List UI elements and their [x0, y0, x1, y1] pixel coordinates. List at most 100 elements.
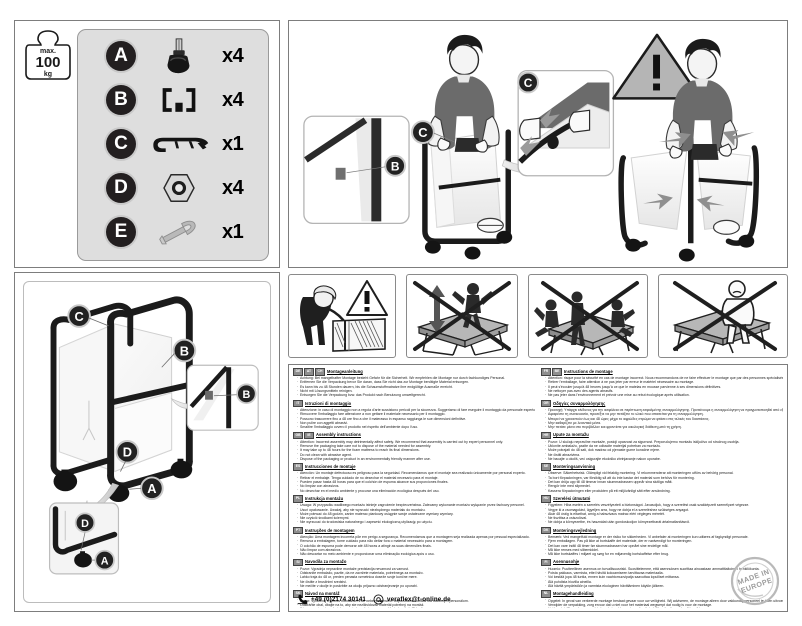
- phone-number: +49 (0)2174 30141: [311, 596, 367, 603]
- lang-line: Figyelem: Hiba esetén a szerelés veszély…: [545, 503, 783, 507]
- diagram-label-a: A: [147, 481, 156, 496]
- flag-set: DK: [541, 526, 551, 535]
- diagram-label-b: B: [180, 343, 189, 358]
- part-letter-a: A: [106, 41, 136, 71]
- lang-line: Observe: Säkerhetsrisk. Olämpligt vid fe…: [545, 471, 783, 475]
- lang-line: Odstranite embalažo, pazite, da ne zavrž…: [297, 571, 535, 575]
- lang-title: Instrucciones de montaje: [305, 464, 356, 470]
- flag-set: PT: [293, 526, 303, 535]
- email-contact[interactable]: veraflex@t-online.de: [373, 594, 451, 605]
- at-sign-icon: [373, 594, 384, 605]
- flag-icon-fi: FI: [541, 558, 551, 567]
- crossbar-icon: [136, 124, 222, 164]
- lang-line: Μπορεί να χρειαστούν έως και 48 ώρες μέχ…: [545, 417, 783, 421]
- part-letter-b: B: [106, 85, 136, 115]
- lang-line: Αφαιρέστε τη συσκευασία, προσέξτε να μην…: [545, 412, 783, 416]
- lang-title: Istruzioni di montaggio: [305, 400, 352, 406]
- lang-lines: Observe: Säkerhetsrisk. Olämpligt vid fe…: [541, 471, 783, 492]
- flag-icon-se: SE: [541, 463, 551, 471]
- warning-no-jumping-panel: [406, 274, 518, 358]
- lang-line: Ne nettoyer pas avec des agents abrasifs…: [545, 389, 783, 393]
- lang-line: Remove the packaging take care not to di…: [297, 444, 535, 448]
- lang-line: Fjern emballagen. Pas på ikke at bortska…: [545, 539, 783, 543]
- flag-icon-at: AT: [304, 368, 314, 376]
- lang-line: Może potrwać do 48 godzin, zanim materac…: [297, 512, 535, 516]
- bracket-clip-icon: [136, 80, 222, 120]
- lang-title: Instruções de montagem: [305, 527, 355, 533]
- lang-line: Entfernen Sie die Verpackung bevor Sie d…: [297, 380, 535, 384]
- lang-line: Remova a embalagem, tome cuidado para nã…: [297, 539, 535, 543]
- detail-label-a: A: [101, 556, 109, 568]
- lang-title: Montagehandleiding: [553, 591, 594, 597]
- lang-line: Dispose of the packaging or product in a…: [297, 457, 535, 461]
- lang-line: Pozor: Vyrobené chybnou montážou hrozí n…: [297, 599, 535, 603]
- lang-line: Älä hävitä ympäristöön ja varmista ekolo…: [545, 584, 783, 588]
- lang-title: Monteringsanvisning: [553, 464, 596, 470]
- lang-line: Pozor: U slučaju nepravilne montaže, pos…: [545, 440, 783, 444]
- flag-icon-hu: HU: [541, 495, 551, 503]
- part-letter-e: E: [106, 217, 136, 247]
- warning-no-standing-panel: [658, 274, 788, 358]
- diagram-frame: C B D A: [23, 281, 271, 603]
- lang-lines: Achtung: Bei mangelhafter Montage besteh…: [293, 376, 535, 397]
- part-letter-d: D: [106, 173, 136, 203]
- lang-line: Voi kestää jopa 48 tuntia, ennen kuin va…: [545, 575, 783, 579]
- part-qty-a: x4: [222, 44, 244, 67]
- flag-icon-gb: GB: [293, 431, 303, 440]
- detail-box-b: B: [303, 115, 410, 224]
- part-row: D x4: [78, 166, 270, 210]
- lang-line: Não limpar com abrasivos.: [297, 548, 535, 552]
- flag-icon-it: IT: [293, 399, 303, 408]
- warning-pinch-hazard-icon: [300, 280, 388, 352]
- lang-lines: Attention: Incorrect assembly may detrim…: [293, 440, 535, 461]
- lang-block-se: SEMonteringsanvisningObserve: Säkerhetsr…: [541, 463, 783, 493]
- lang-title: Instructions de montage: [564, 368, 613, 374]
- lang-line: Nie czyścić środkami ściernymi.: [297, 516, 535, 520]
- lang-line: Possono trascorrere fino a 48 ore fino a…: [297, 417, 535, 421]
- phone-contact[interactable]: +49 (0)2174 30141: [297, 594, 366, 605]
- lang-line: Det kan vare indtil 48 timer før skummad…: [545, 544, 783, 548]
- lang-title: Navodila za montažo: [305, 559, 347, 565]
- lang-title: Upute za montažu: [553, 432, 589, 438]
- flag-icon-si: SI: [293, 558, 303, 567]
- lang-line: Entsorgen Sie die Verpackung bzw. das Pr…: [297, 393, 535, 397]
- flag-set: SI: [293, 558, 303, 567]
- email-address: veraflex@t-online.de: [387, 596, 451, 603]
- lang-line: Det kan dröja upp till 48 timmar innan s…: [545, 480, 783, 484]
- svg-text:kg: kg: [44, 71, 52, 78]
- flag-set: HU: [541, 495, 551, 503]
- caster-wheel-icon: [136, 36, 222, 76]
- step-person-unfold: [618, 38, 760, 262]
- part-row: B x4: [78, 78, 270, 122]
- lang-line: Usuń opakowanie. Uważaj, aby nie wyrzuci…: [297, 508, 535, 512]
- svg-text:B: B: [391, 159, 400, 173]
- lang-line: Vegye ki a csomagolást, ügyeljen arra, h…: [545, 508, 783, 512]
- lang-line: Μην καθαρίζετε με λειαντικά μέσα.: [545, 421, 783, 425]
- lang-lines: Attenzione: in caso di montaggio non a r…: [293, 408, 535, 429]
- lang-lines: Atenção: Uma montagem incorreta põe em p…: [293, 535, 535, 556]
- flag-icon-ie: IE: [304, 431, 314, 440]
- flag-set: FI: [541, 558, 551, 567]
- lang-lines: Uwaga: W przypadku wadliwego montażu ist…: [293, 503, 535, 524]
- wrench-icon: [136, 212, 222, 252]
- lang-line: Atenção: Uma montagem incorreta põe em p…: [297, 535, 535, 539]
- lang-line: Huomio: Puutteellinen asennus on turvall…: [545, 567, 783, 571]
- lang-line: Poista pakkaus, varmista, ettei hävitä k…: [545, 571, 783, 575]
- lang-line: Retirar el embalaje. Tenga cuidado de no…: [297, 476, 535, 480]
- flag-set: SE: [541, 463, 551, 471]
